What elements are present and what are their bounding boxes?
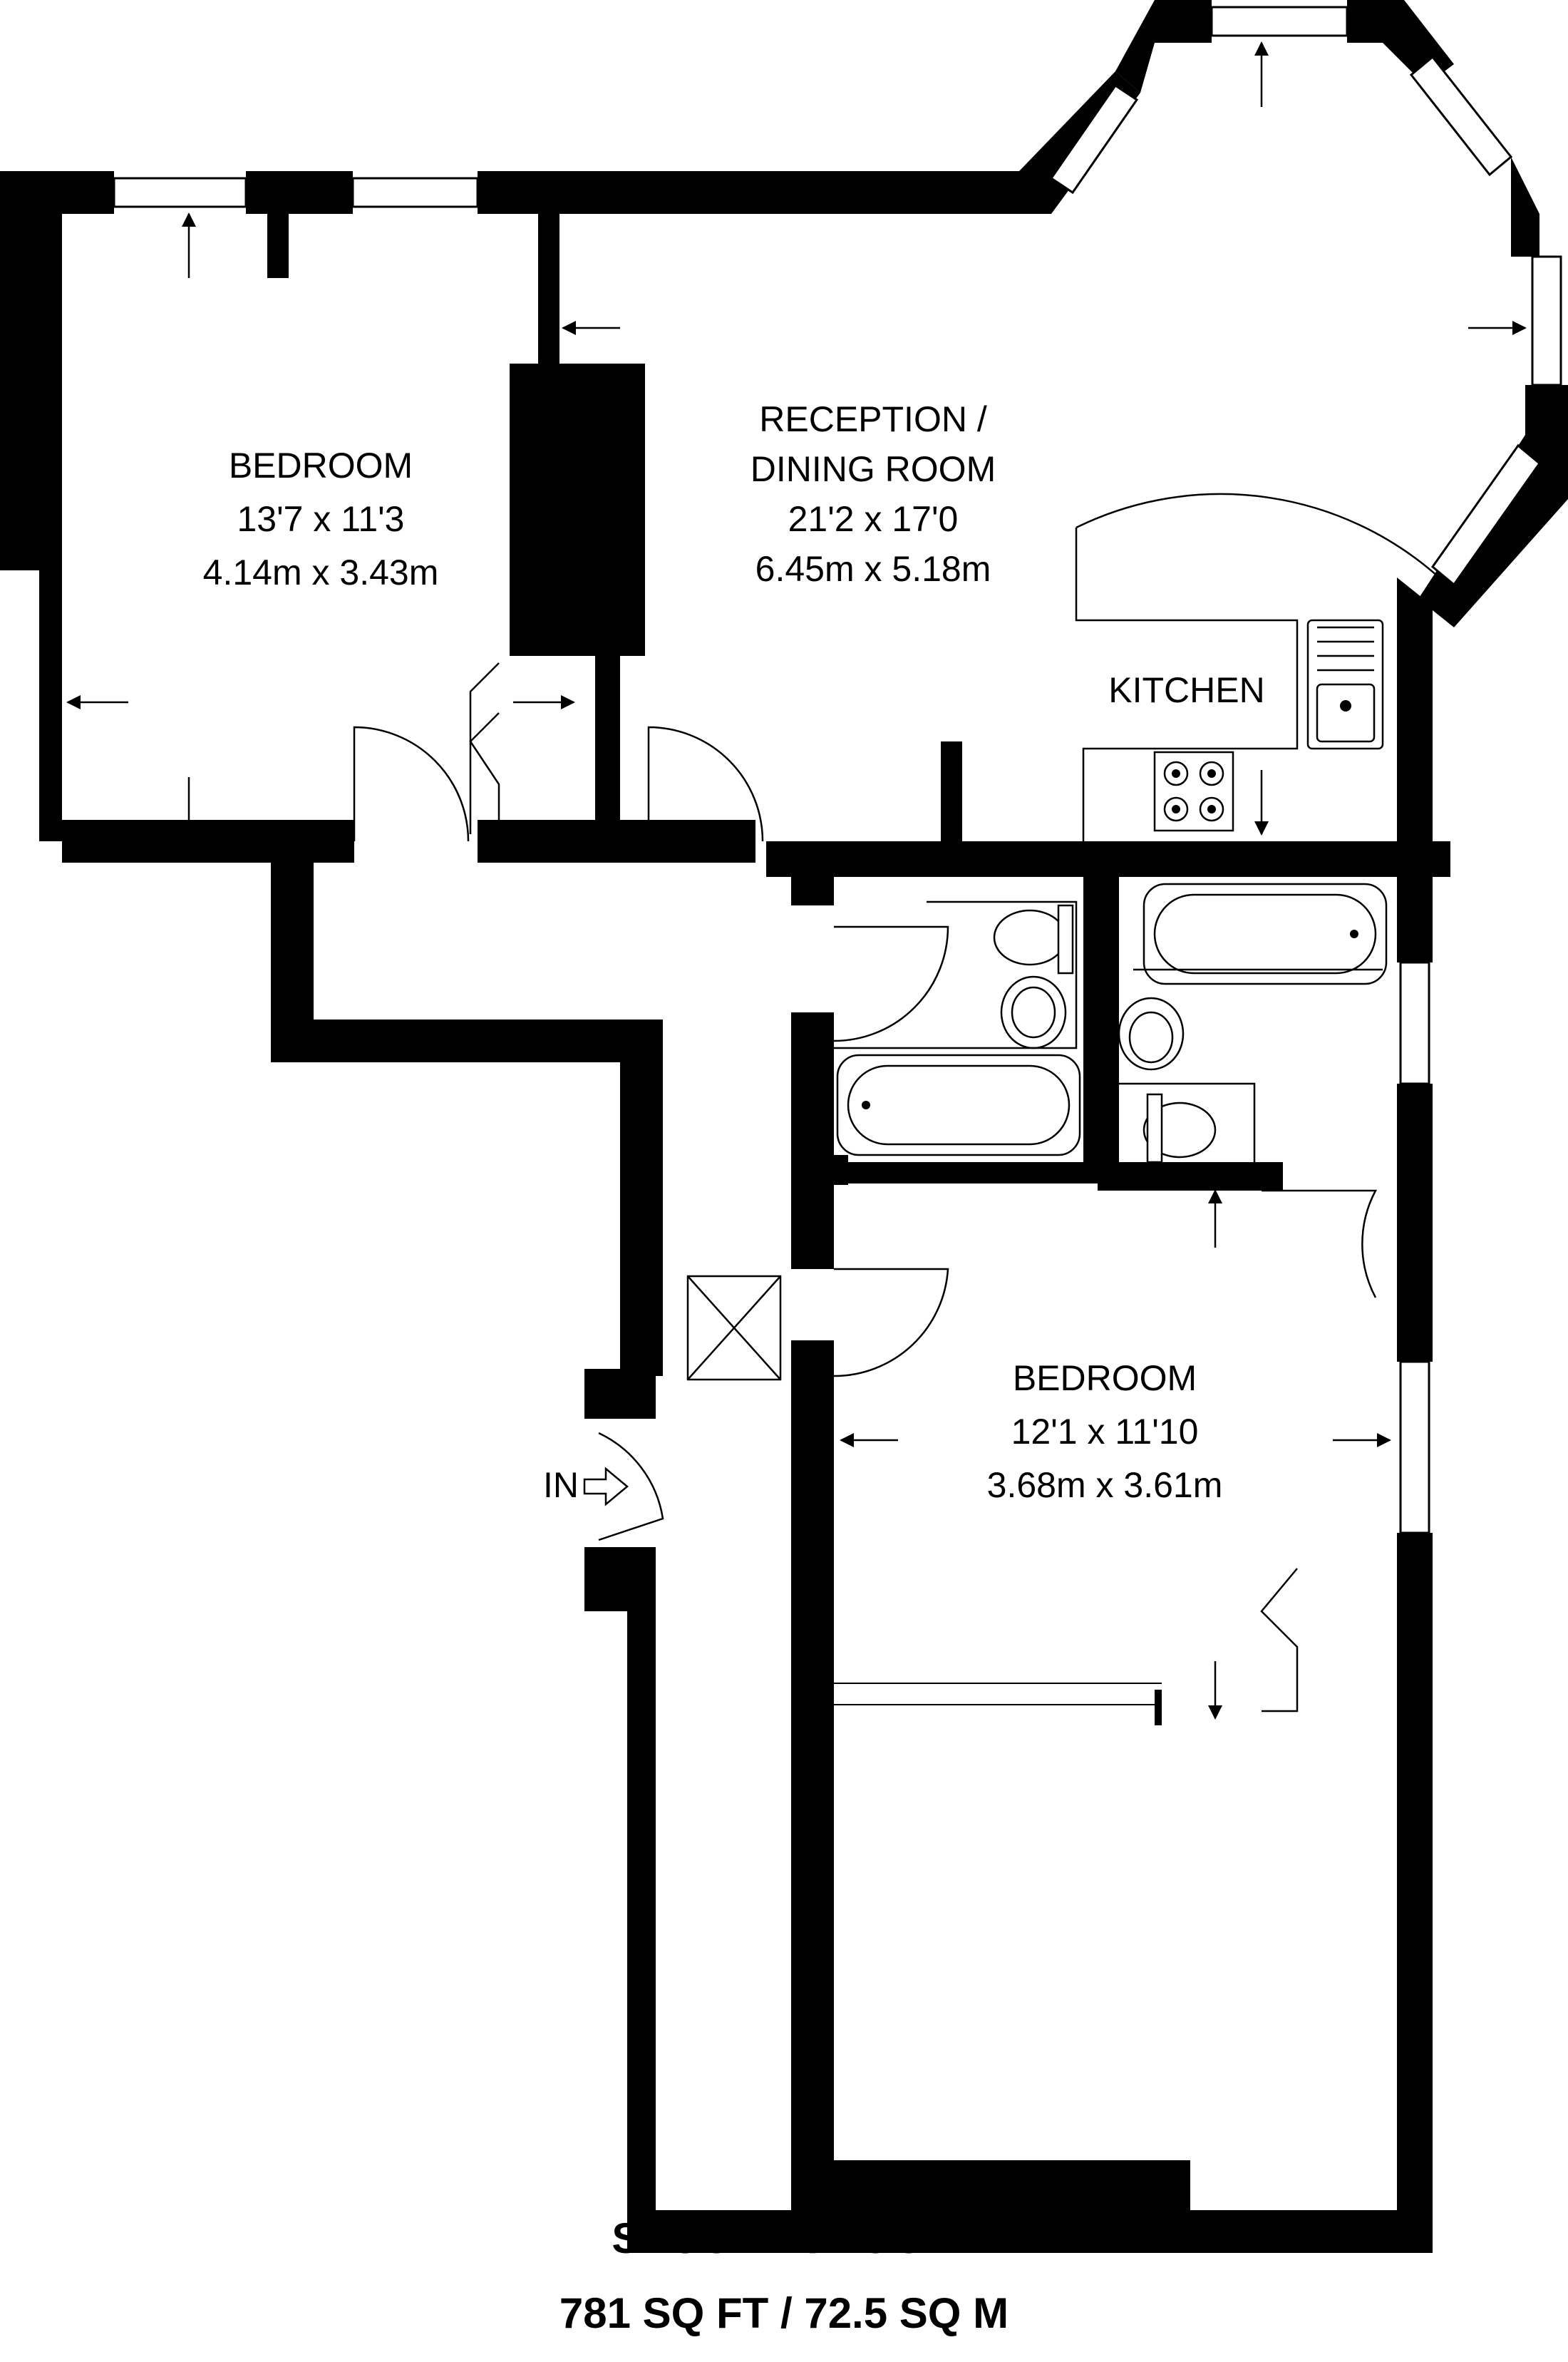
- bedroom2-metric: 3.68m x 3.61m: [987, 1465, 1223, 1505]
- lower-walls: [834, 1683, 1190, 2210]
- reception-name-line2: DINING ROOM: [751, 449, 996, 489]
- bathroom-fixtures: [834, 883, 1388, 1164]
- dimension-arrows: [66, 41, 1527, 1720]
- room-reception: RECEPTION / DINING ROOM 21'2 x 17'0 6.45…: [751, 399, 996, 589]
- bedroom1-imperial: 13'7 x 11'3: [237, 499, 404, 539]
- hob-icon: [1153, 751, 1234, 832]
- bath-icon: [836, 1054, 1081, 1156]
- basin-icon: [1000, 975, 1067, 1049]
- walls: [0, 0, 1568, 2253]
- reception-metric: 6.45m x 5.18m: [755, 549, 991, 589]
- room-kitchen: KITCHEN: [1108, 670, 1264, 710]
- bedroom2-imperial: 12'1 x 11'10: [1011, 1412, 1199, 1452]
- floor-area: 781 SQ FT / 72.5 SQ M: [559, 2289, 1009, 2337]
- room-bedroom-2: BEDROOM 12'1 x 11'10 3.68m x 3.61m: [987, 1358, 1223, 1505]
- bedroom2-name: BEDROOM: [1013, 1358, 1197, 1398]
- entrance-arrow-icon: [583, 1467, 629, 1506]
- bath-icon: [1143, 883, 1388, 985]
- doors: [353, 662, 1378, 1713]
- room-bedroom-1: BEDROOM 13'7 x 11'3 4.14m x 3.43m: [203, 446, 439, 592]
- reception-imperial: 21'2 x 17'0: [788, 499, 959, 539]
- toilet-icon: [1143, 1093, 1217, 1164]
- sink-icon: [1306, 619, 1384, 750]
- kitchen-name: KITCHEN: [1108, 670, 1264, 710]
- entrance-label: IN: [543, 1465, 579, 1505]
- reception-name-line1: RECEPTION /: [759, 399, 987, 439]
- entrance: IN: [543, 1465, 629, 1506]
- basin-icon: [1118, 997, 1185, 1071]
- bedroom1-name: BEDROOM: [229, 446, 413, 486]
- skylight-icon: [686, 1275, 782, 1381]
- floor-title: SECOND FLOOR: [612, 2214, 956, 2262]
- floor-summary: SECOND FLOOR 781 SQ FT / 72.5 SQ M: [559, 2214, 1009, 2337]
- toilet-icon: [993, 904, 1074, 975]
- windows: [113, 6, 1562, 1534]
- bedroom1-metric: 4.14m x 3.43m: [203, 553, 439, 592]
- kitchen-fixtures: [1075, 493, 1448, 841]
